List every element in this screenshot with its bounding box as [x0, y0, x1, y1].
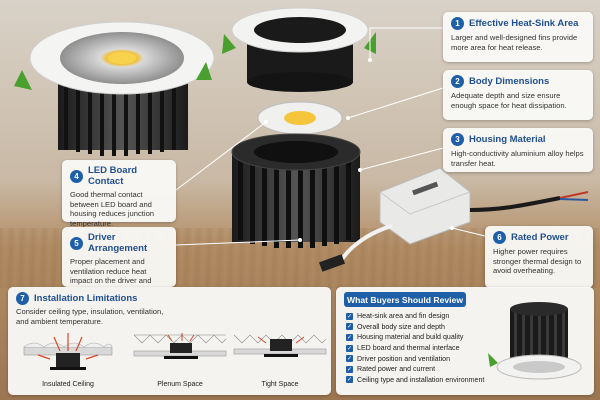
callout-description: High-conductivity aluminium alloy helps …: [451, 149, 584, 168]
callout-housing-material: 3 Housing Material High-conductivity alu…: [443, 128, 593, 172]
callout-description: Larger and well-designed fins provide mo…: [451, 33, 578, 52]
checklist-item: ✓ Driver position and ventilation: [346, 353, 484, 364]
ceiling-type-label: Insulated Ceiling: [42, 381, 94, 388]
checklist-item-label: LED board and thermal interface: [357, 344, 460, 353]
plenum-space-diagram: [133, 333, 227, 359]
heat-sink-housing: [231, 133, 361, 248]
checkbox-icon: ✓: [346, 333, 353, 341]
checklist-item: ✓ Heat-sink area and fin design: [346, 311, 484, 322]
checklist-item-label: Housing material and build quality: [357, 333, 464, 342]
checkbox-icon: ✓: [346, 312, 353, 320]
callout-number-badge: 3: [451, 133, 464, 146]
checklist-item-label: Heat-sink area and fin design: [357, 312, 450, 321]
assembled-downlight: [14, 21, 215, 156]
panel-title: Installation Limitations: [34, 293, 138, 304]
checkbox-icon: ✓: [346, 344, 353, 352]
review-checklist: ✓ Heat-sink area and fin design ✓ Overall …: [346, 311, 484, 385]
callout-title: Body Dimensions: [469, 76, 550, 87]
callout-led-board-contact: 4 LED Board Contact Good thermal contact…: [62, 160, 176, 228]
checkbox-icon: ✓: [346, 376, 353, 384]
callout-number-badge: 4: [70, 169, 83, 183]
callout-heat-sink-area: 1 Effective Heat-Sink Area Larger and we…: [443, 12, 593, 62]
buyer-review-panel: What Buyers Should Review ✓ Heat-sink are…: [336, 287, 594, 395]
callout-number-badge: 5: [70, 236, 83, 250]
callout-number-badge: 6: [493, 231, 506, 244]
ceiling-type-label: Plenum Space: [157, 381, 203, 388]
checklist-item: ✓ Housing material and build quality: [346, 332, 484, 343]
led-driver: [319, 167, 589, 272]
checklist-item: ✓ LED board and thermal interface: [346, 343, 484, 354]
checkbox-icon: ✓: [346, 365, 353, 373]
callout-number-badge: 7: [16, 292, 29, 305]
checklist-item: ✓ Ceiling type and installation environme…: [346, 375, 484, 386]
callout-description: Good thermal contact between LED board a…: [70, 190, 155, 229]
callout-description: Higher power requires stronger thermal d…: [493, 247, 582, 276]
callout-number-badge: 2: [451, 75, 464, 88]
callout-driver-arrangement: 5 Driver Arrangement Proper placement an…: [62, 227, 176, 295]
callout-title: LED Board Contact: [88, 165, 138, 187]
callout-description: Adequate depth and size ensure enough sp…: [451, 91, 567, 110]
checklist-item-label: Overall body size and depth: [357, 322, 445, 331]
checkbox-icon: ✓: [346, 323, 353, 331]
ceiling-type-label: Tight Space: [261, 381, 299, 388]
trim-ring: [222, 7, 376, 92]
callout-title: Driver Arrangement: [88, 232, 148, 254]
checklist-item: ✓ Overall body size and depth: [346, 322, 484, 333]
callout-title: Effective Heat-Sink Area: [469, 18, 579, 29]
callout-body-dimensions: 2 Body Dimensions Adequate depth and siz…: [443, 70, 593, 120]
callout-rated-power: 6 Rated Power Higher power requires stro…: [485, 226, 593, 288]
panel-description: Consider ceiling type, insulation, venti…: [16, 307, 164, 326]
review-panel-title: What Buyers Should Review: [344, 292, 466, 307]
checklist-item: ✓ Rated power and current: [346, 364, 484, 375]
downlight-thumbnail: [488, 302, 582, 380]
checklist-item-label: Rated power and current: [357, 365, 436, 374]
tight-space-diagram: [233, 334, 327, 357]
callout-title: Housing Material: [469, 134, 546, 145]
insulated-ceiling-diagram: [23, 333, 113, 370]
callout-number-badge: 1: [451, 17, 464, 30]
checklist-item-label: Ceiling type and installation environmen…: [357, 375, 485, 384]
callout-title: Rated Power: [511, 232, 569, 243]
checklist-item-label: Driver position and ventilation: [357, 354, 451, 363]
checkbox-icon: ✓: [346, 355, 353, 363]
